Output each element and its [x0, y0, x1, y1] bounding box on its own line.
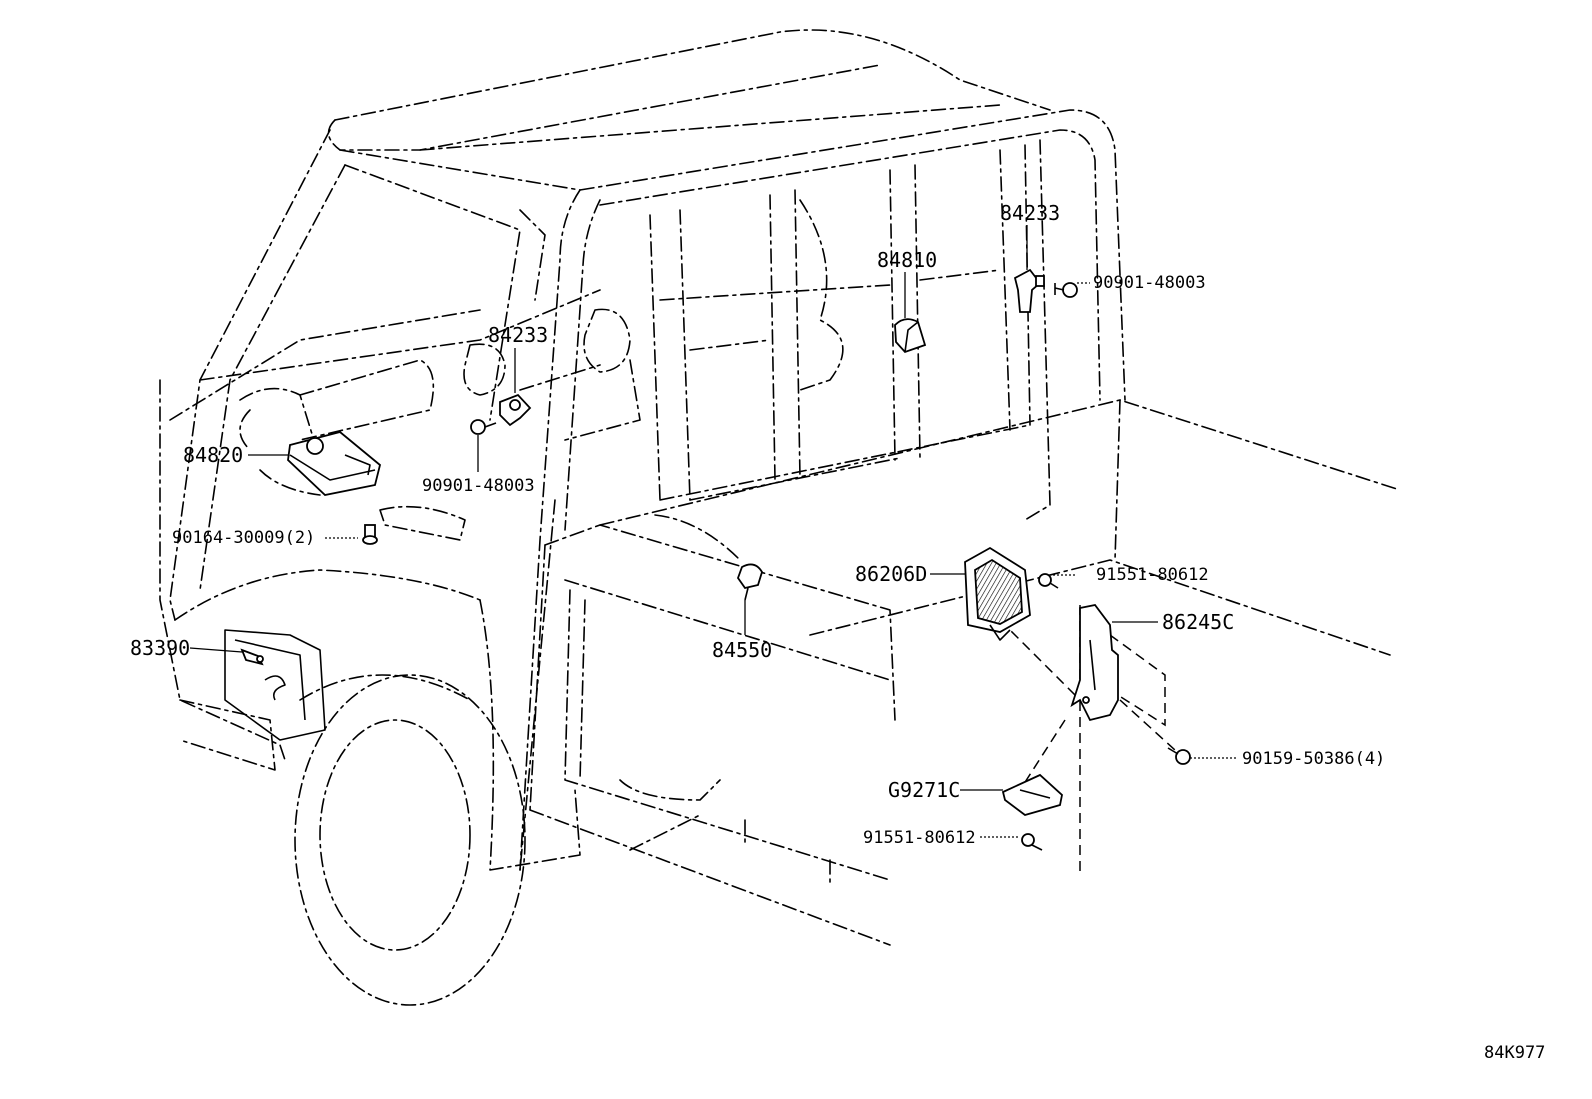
cargo-bed-outline	[529, 399, 1401, 946]
part-84820[interactable]	[287, 431, 382, 496]
leader-lines	[189, 225, 1238, 838]
label-90901-48003-mid[interactable]: 90901-48003	[422, 476, 535, 496]
part-90901-48003-mid[interactable]	[470, 419, 497, 435]
label-90159-50386[interactable]: 90159-50386(4)	[1242, 749, 1385, 769]
part-86206D[interactable]	[964, 546, 1031, 641]
part-labels: 84233 84810 90901-48003 84233 84820 9090…	[130, 201, 1545, 1063]
label-86245C[interactable]: 86245C	[1162, 610, 1234, 634]
part-90159-50386[interactable]	[1167, 747, 1191, 765]
label-84233-top[interactable]: 84233	[1000, 201, 1060, 225]
part-90164-30009[interactable]	[362, 524, 378, 545]
label-90901-48003-top[interactable]: 90901-48003	[1093, 273, 1206, 293]
part-84233-mid[interactable]	[499, 393, 532, 427]
part-91551-80612-bottom[interactable]	[1021, 833, 1043, 851]
label-84820[interactable]: 84820	[183, 443, 243, 467]
label-90164-30009[interactable]: 90164-30009(2)	[172, 528, 315, 548]
part-84810[interactable]	[894, 318, 927, 354]
label-G9271C[interactable]: G9271C	[888, 778, 960, 802]
label-84550[interactable]: 84550	[712, 638, 772, 662]
label-86206D[interactable]: 86206D	[855, 562, 927, 586]
part-84233-top[interactable]	[1013, 268, 1045, 313]
part-90901-48003-top[interactable]	[1054, 282, 1078, 298]
label-84810[interactable]: 84810	[877, 248, 937, 272]
part-83390[interactable]	[224, 629, 326, 741]
part-G9271C[interactable]	[1001, 773, 1063, 816]
label-91551-80612-bottom[interactable]: 91551-80612	[863, 828, 976, 848]
label-91551-80612-top[interactable]: 91551-80612	[1096, 565, 1209, 585]
front-wheel	[294, 674, 526, 1006]
part-86245C[interactable]	[1070, 604, 1119, 722]
diagram-id: 84K977	[1484, 1043, 1545, 1063]
label-84233-mid[interactable]: 84233	[488, 323, 548, 347]
part-84550[interactable]	[736, 563, 763, 601]
label-83390[interactable]: 83390	[130, 636, 190, 660]
part-91551-80612-top[interactable]	[1038, 573, 1059, 589]
vehicle-cab-outline	[159, 29, 1126, 871]
